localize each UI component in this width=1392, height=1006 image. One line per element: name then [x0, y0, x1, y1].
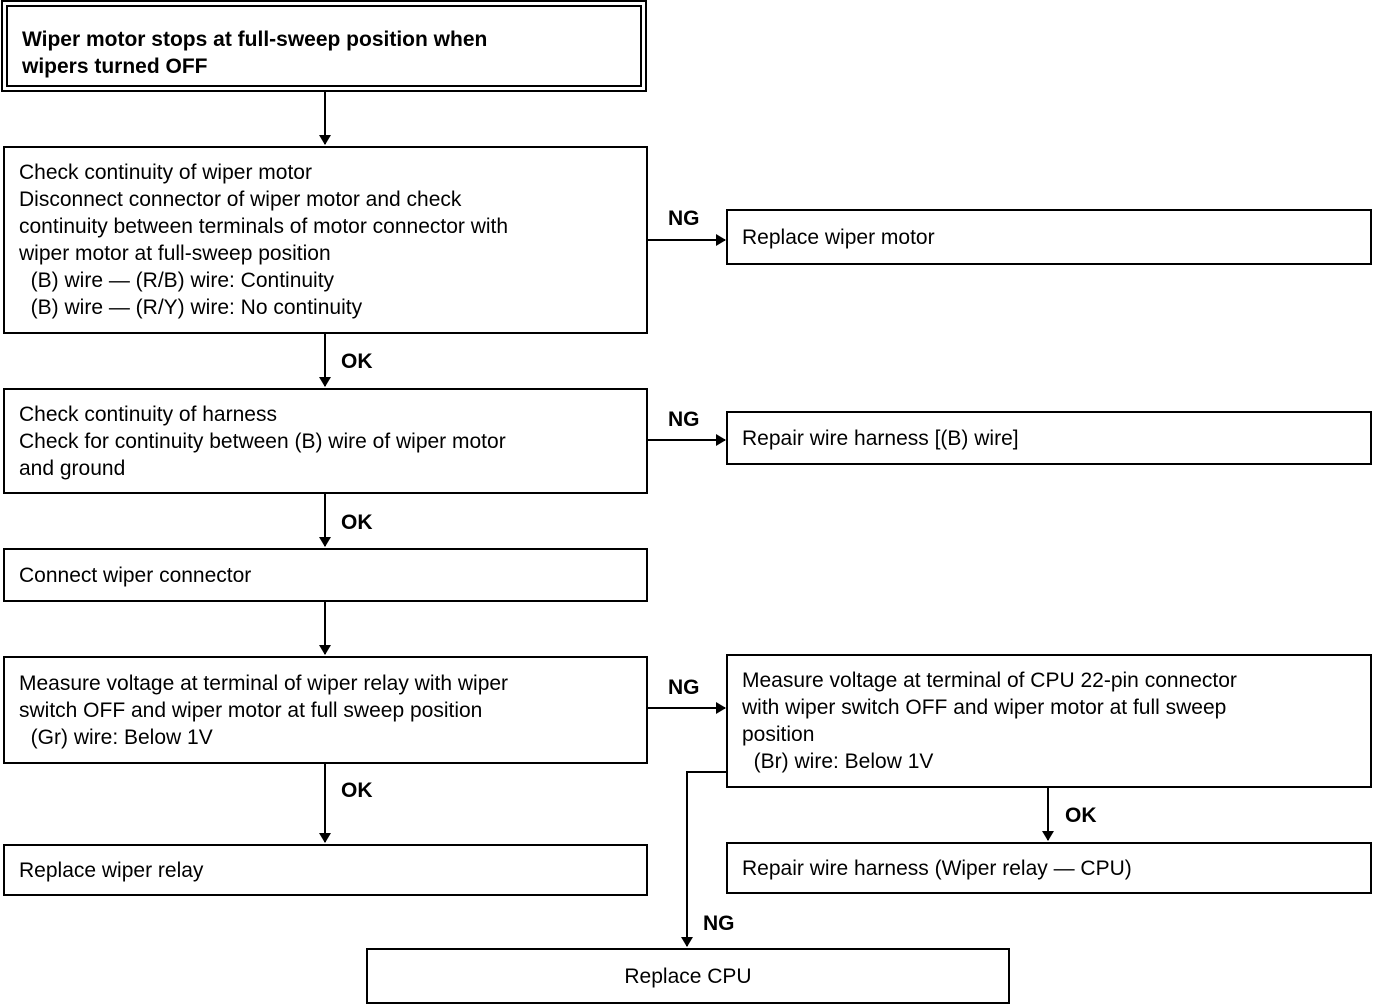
ng-label: NG [668, 408, 700, 431]
replace-cpu-box: Replace CPU [366, 948, 1010, 1004]
title-line-1: Wiper motor stops at full-sweep position… [22, 28, 488, 51]
connect-text: Connect wiper connector [19, 563, 252, 587]
relay-voltage-line: (Gr) wire: Below 1V [19, 725, 213, 749]
replace-relay-box: Replace wiper relay [3, 844, 648, 896]
ok-label: OK [341, 779, 373, 802]
relay-voltage-line: switch OFF and wiper motor at full sweep… [19, 698, 483, 722]
ok-label: OK [1065, 804, 1097, 827]
motor-check-line: (B) wire — (R/Y) wire: No continuity [19, 296, 363, 319]
relay-voltage-box: Measure voltage at terminal of wiper rel… [3, 656, 648, 764]
replace-motor-box: Replace wiper motor [726, 209, 1372, 265]
motor-check-box: Check continuity of wiper motor Disconne… [3, 146, 648, 334]
cpu-voltage-line: with wiper switch OFF and wiper motor at… [742, 696, 1227, 719]
motor-check-line: (B) wire — (R/B) wire: Continuity [19, 269, 335, 292]
motor-check-line: Disconnect connector of wiper motor and … [19, 188, 462, 211]
repair-harness-relay-cpu-text: Repair wire harness (Wiper relay — CPU) [742, 856, 1132, 880]
cpu-voltage-line: position [742, 723, 815, 746]
title-line-2: wipers turned OFF [22, 55, 208, 78]
replace-relay-text: Replace wiper relay [19, 858, 204, 882]
title-box: Wiper motor stops at full-sweep position… [1, 0, 647, 92]
motor-check-line: Check continuity of wiper motor [19, 161, 312, 184]
repair-harness-b-box: Repair wire harness [(B) wire] [726, 411, 1372, 465]
motor-check-line: wiper motor at full-sweep position [19, 242, 331, 265]
harness-check-line: and ground [19, 456, 126, 480]
replace-cpu-text: Replace CPU [624, 964, 752, 988]
relay-voltage-line: Measure voltage at terminal of wiper rel… [19, 671, 509, 695]
harness-check-line: Check for continuity between (B) wire of… [19, 429, 506, 453]
cpu-voltage-box: Measure voltage at terminal of CPU 22-pi… [726, 654, 1372, 788]
motor-check-line: continuity between terminals of motor co… [19, 215, 509, 238]
arrow-cpu-voltage-to-replace-cpu [681, 771, 727, 947]
repair-harness-relay-cpu-box: Repair wire harness (Wiper relay — CPU) [726, 842, 1372, 894]
cpu-voltage-line: (Br) wire: Below 1V [742, 750, 934, 773]
ok-label: OK [341, 350, 373, 373]
harness-check-box: Check continuity of harness Check for co… [3, 388, 648, 494]
connect-box: Connect wiper connector [3, 548, 648, 602]
ng-label: NG [668, 676, 700, 699]
ok-label: OK [341, 511, 373, 534]
cpu-voltage-line: Measure voltage at terminal of CPU 22-pi… [742, 669, 1237, 692]
replace-motor-text: Replace wiper motor [742, 225, 935, 249]
ng-label: NG [703, 912, 735, 935]
ng-label: NG [668, 207, 700, 230]
repair-harness-b-text: Repair wire harness [(B) wire] [742, 426, 1019, 450]
harness-check-line: Check continuity of harness [19, 402, 277, 426]
